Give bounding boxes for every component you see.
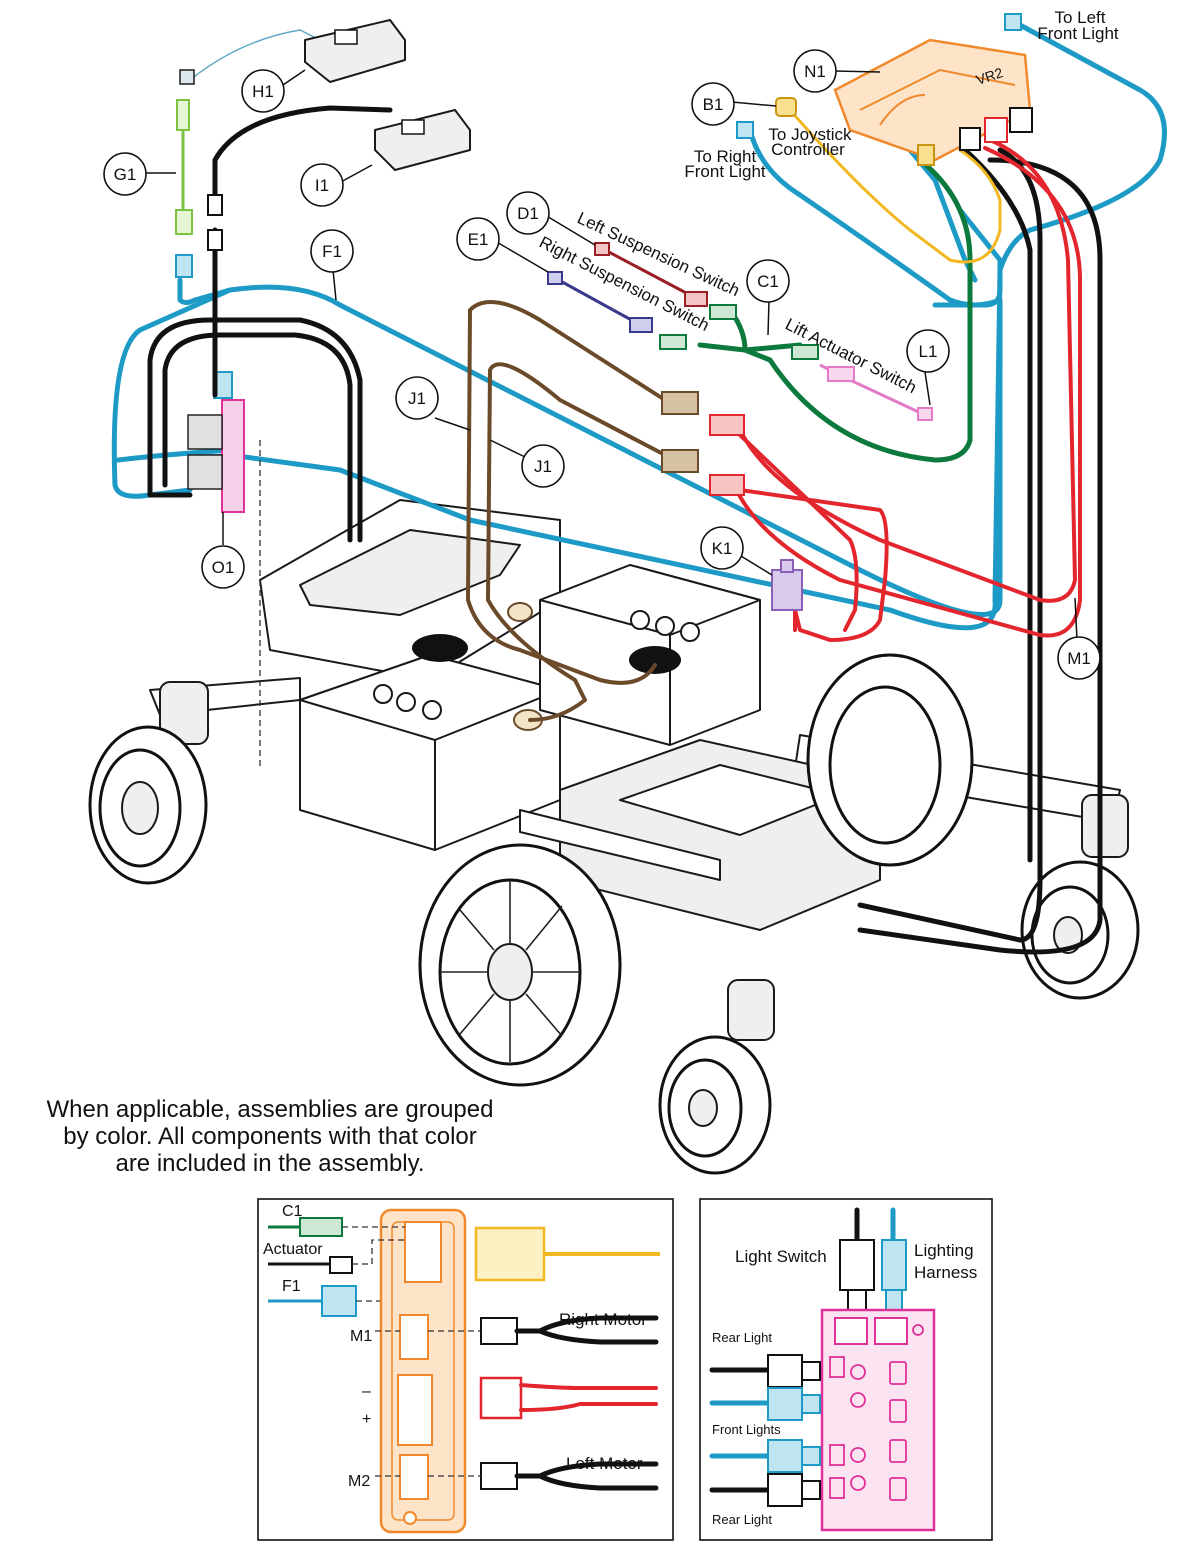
switch-wires — [547, 242, 933, 421]
callout-j1-upper: J1 — [408, 389, 426, 408]
inset-label-right-motor: Right Motor — [559, 1310, 647, 1329]
inset-label-f1: F1 — [282, 1278, 301, 1295]
inset-label-c1: C1 — [282, 1203, 303, 1220]
inset-label-lighting-harness-2: Harness — [914, 1263, 977, 1282]
inset-label-front-lights: Front Lights — [712, 1422, 781, 1437]
callout-k1: K1 — [712, 539, 733, 558]
callout-d1: D1 — [517, 204, 539, 223]
component-k1 — [771, 559, 803, 611]
chassis-illustration — [149, 499, 1129, 1041]
harness-c1 — [659, 157, 973, 463]
inset-label-actuator: Actuator — [263, 1241, 323, 1258]
callout-j1-lower: J1 — [534, 457, 552, 476]
callout-b1: B1 — [703, 95, 724, 114]
harness-m1 — [709, 138, 1082, 642]
inset-label-m1: M1 — [350, 1328, 372, 1345]
inset-label-left-motor: Left Motor — [566, 1454, 643, 1473]
harness-black — [147, 105, 1103, 955]
inset-label-m2: M2 — [348, 1473, 370, 1490]
component-o1 — [187, 399, 261, 770]
harness-f1 — [111, 13, 1167, 631]
label-to-left-front-light-1: To Left — [1054, 8, 1105, 27]
callout-n1: N1 — [804, 62, 826, 81]
callout-m1: M1 — [1067, 649, 1091, 668]
assembly-note: When applicable, assemblies are grouped … — [0, 1096, 540, 1177]
inset-lighting: Light Switch Lighting Harness Rear Light… — [699, 1198, 993, 1541]
inset-label-minus: – — [362, 1383, 371, 1400]
assembly-note-line-2: by color. All components with that color — [63, 1123, 477, 1150]
inset-label-plus: + — [362, 1411, 371, 1428]
assembly-note-line-1: When applicable, assemblies are grouped — [46, 1096, 494, 1123]
label-to-joystick-2: Controller — [771, 140, 845, 159]
wheels — [88, 653, 1140, 1175]
callout-f1: F1 — [322, 242, 342, 261]
inset-label-light-switch: Light Switch — [735, 1247, 827, 1266]
inset-controller: C1 Actuator F1 M1 – + M2 Right Motor Lef… — [257, 1198, 674, 1541]
component-i1 — [374, 109, 471, 171]
harness-j1 — [466, 300, 699, 722]
label-to-left-front-light-2: Front Light — [1037, 24, 1119, 43]
label-to-right-front-light-1: To Right — [694, 147, 757, 166]
callouts: H1 I1 G1 F1 O1 D1 E1 C1 L1 J1 J1 K1 M1 N… — [103, 49, 1101, 680]
inset-label-rear-light-top: Rear Light — [712, 1330, 772, 1345]
callout-l1: L1 — [919, 342, 938, 361]
label-to-right-front-light-2: Front Light — [684, 162, 766, 181]
callout-e1: E1 — [468, 230, 489, 249]
harness-b1 — [775, 97, 1002, 264]
callout-h1: H1 — [252, 82, 274, 101]
harness-g1 — [175, 29, 321, 235]
callout-o1: O1 — [212, 558, 235, 577]
component-n1: VR2 — [833, 38, 1033, 166]
callout-i1: I1 — [315, 176, 329, 195]
label-to-joystick-1: To Joystick — [768, 125, 852, 144]
inset-label-rear-light-bottom: Rear Light — [712, 1512, 772, 1527]
callout-g1: G1 — [114, 165, 137, 184]
assembly-note-line-3: are included in the assembly. — [115, 1150, 425, 1177]
inset-label-lighting-harness-1: Lighting — [914, 1241, 974, 1260]
component-h1 — [304, 19, 406, 83]
callout-c1: C1 — [757, 272, 779, 291]
